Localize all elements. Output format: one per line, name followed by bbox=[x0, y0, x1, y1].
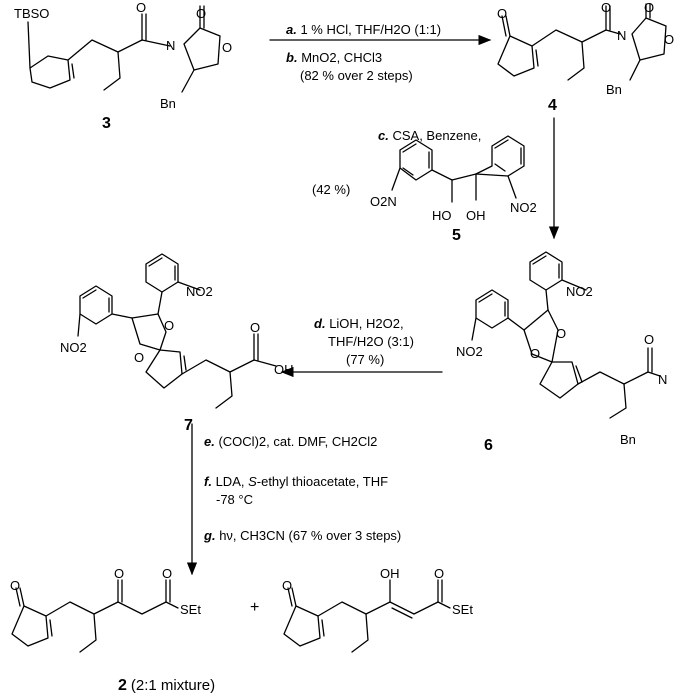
compound-7-structure bbox=[77, 253, 277, 409]
compound-7-o-right-label: O bbox=[164, 318, 174, 333]
compound-4-ring-o-label: O bbox=[664, 32, 674, 47]
compound-3-label: 3 bbox=[102, 115, 111, 132]
condition-b-text: MnO2, CHCl3 bbox=[301, 50, 382, 65]
compound-7-oh-label: OH bbox=[274, 362, 294, 377]
compound-2-label: 2 bbox=[118, 677, 127, 694]
compound-4-carbonyl-o-label: O bbox=[644, 0, 654, 15]
compound-5-ho-label: HO bbox=[432, 208, 452, 223]
condition-f-text-s: S bbox=[248, 474, 257, 489]
compound-2-keto-thioester-o-label: O bbox=[162, 566, 172, 581]
condition-f-temperature: -78 °C bbox=[216, 492, 253, 507]
compound-3-carbonyl-o-label: O bbox=[196, 6, 206, 21]
compound-4-ketone-o-label: O bbox=[497, 6, 507, 21]
condition-b: b. MnO2, CHCl3 bbox=[286, 50, 382, 65]
condition-e-text: (COCl)2, cat. DMF, CH2Cl2 bbox=[218, 434, 377, 449]
compound-3-n-label: N bbox=[166, 38, 175, 53]
compound-7-no2-label: NO2 bbox=[186, 284, 213, 299]
compound-6-o-left-label: O bbox=[530, 346, 540, 361]
compound-7-o-left-label: O bbox=[134, 350, 144, 365]
condition-b-key: b. bbox=[286, 50, 298, 65]
condition-e: e. (COCl)2, cat. DMF, CH2Cl2 bbox=[204, 434, 377, 449]
compound-3-structure bbox=[27, 5, 221, 93]
compound-3-ring-o-label: O bbox=[222, 40, 232, 55]
condition-d-yield: (77 %) bbox=[346, 352, 384, 367]
condition-a-key: a. bbox=[286, 22, 297, 37]
compound-2-enol-structure bbox=[283, 579, 451, 653]
compound-6-no2-lower-label: NO2 bbox=[456, 344, 483, 359]
condition-f: f. LDA, S-ethyl thioacetate, THF bbox=[204, 474, 388, 489]
compound-3-amide-o-label: O bbox=[136, 0, 146, 15]
compound-4-n-label: N bbox=[617, 28, 626, 43]
compound-2-mixture-note: (2:1 mixture) bbox=[131, 677, 215, 694]
condition-g: g. hν, CH3CN (67 % over 3 steps) bbox=[203, 528, 401, 543]
compound-5-oh-label: OH bbox=[466, 208, 486, 223]
compound-6-o-right-label: O bbox=[556, 326, 566, 341]
condition-c-key: c. bbox=[378, 128, 389, 143]
compound-2-keto-ketone-o-label: O bbox=[10, 578, 20, 593]
condition-d: d. LiOH, H2O2, bbox=[314, 316, 404, 331]
compound-7-acid-o-label: O bbox=[250, 320, 260, 335]
condition-g-key: g. bbox=[203, 528, 216, 543]
condition-f-text-a: LDA, bbox=[216, 474, 249, 489]
compound-5-o2n-label: O2N bbox=[370, 194, 397, 209]
condition-e-key: e. bbox=[204, 434, 215, 449]
condition-a: a. 1 % HCl, THF/H2O (1:1) bbox=[286, 22, 441, 37]
condition-a-text: 1 % HCl, THF/H2O (1:1) bbox=[300, 22, 441, 37]
compound-2-enol-set-label: SEt bbox=[452, 602, 473, 617]
plus-sign: + bbox=[250, 599, 259, 616]
condition-f-text-b: -ethyl thioacetate, THF bbox=[257, 474, 388, 489]
compound-7-label: 7 bbox=[184, 417, 193, 434]
compound-2-enol-thioester-o-label: O bbox=[434, 566, 444, 581]
compound-6-structure bbox=[471, 251, 661, 419]
condition-c: c. CSA, Benzene, bbox=[378, 128, 481, 143]
compound-5-label: 5 bbox=[452, 227, 461, 244]
compound-3-bn-label: Bn bbox=[160, 96, 176, 111]
compound-4-bn-label: Bn bbox=[606, 82, 622, 97]
compound-6-label: 6 bbox=[484, 437, 493, 454]
compound-5-structure bbox=[391, 135, 525, 203]
condition-b-yield: (82 % over 2 steps) bbox=[300, 68, 413, 83]
condition-g-text: hν, CH3CN (67 % over 3 steps) bbox=[219, 528, 401, 543]
compound-2-enol-ketone-o-label: O bbox=[282, 578, 292, 593]
compound-4-structure bbox=[497, 3, 667, 81]
condition-f-key: f. bbox=[204, 474, 212, 489]
compound-6-bn-label: Bn bbox=[620, 432, 636, 447]
compound-7-no2-lower-label: NO2 bbox=[60, 340, 87, 355]
condition-d-solvent: THF/H2O (3:1) bbox=[328, 334, 414, 349]
compound-2-caption: 2(2:1 mixture) bbox=[118, 677, 215, 694]
condition-c-text: CSA, Benzene, bbox=[392, 128, 481, 143]
compound-2-keto-structure bbox=[11, 579, 179, 653]
condition-d-text: LiOH, H2O2, bbox=[329, 316, 403, 331]
compound-6-n-label: N bbox=[658, 372, 667, 387]
compound-2-keto-o-label: O bbox=[114, 566, 124, 581]
condition-d-key: d. bbox=[314, 316, 326, 331]
compound-2-enol-oh-label: OH bbox=[380, 566, 400, 581]
compound-6-no2-label: NO2 bbox=[566, 284, 593, 299]
condition-c-yield: (42 %) bbox=[312, 182, 350, 197]
compound-5-no2-label: NO2 bbox=[510, 200, 537, 215]
compound-2-keto-set-label: SEt bbox=[180, 602, 201, 617]
compound-6-amide-o-label: O bbox=[644, 332, 654, 347]
compound-4-amide-o-label: O bbox=[601, 0, 611, 15]
compound-3-tbso-label: TBSO bbox=[14, 6, 49, 21]
compound-4-label: 4 bbox=[548, 97, 557, 114]
